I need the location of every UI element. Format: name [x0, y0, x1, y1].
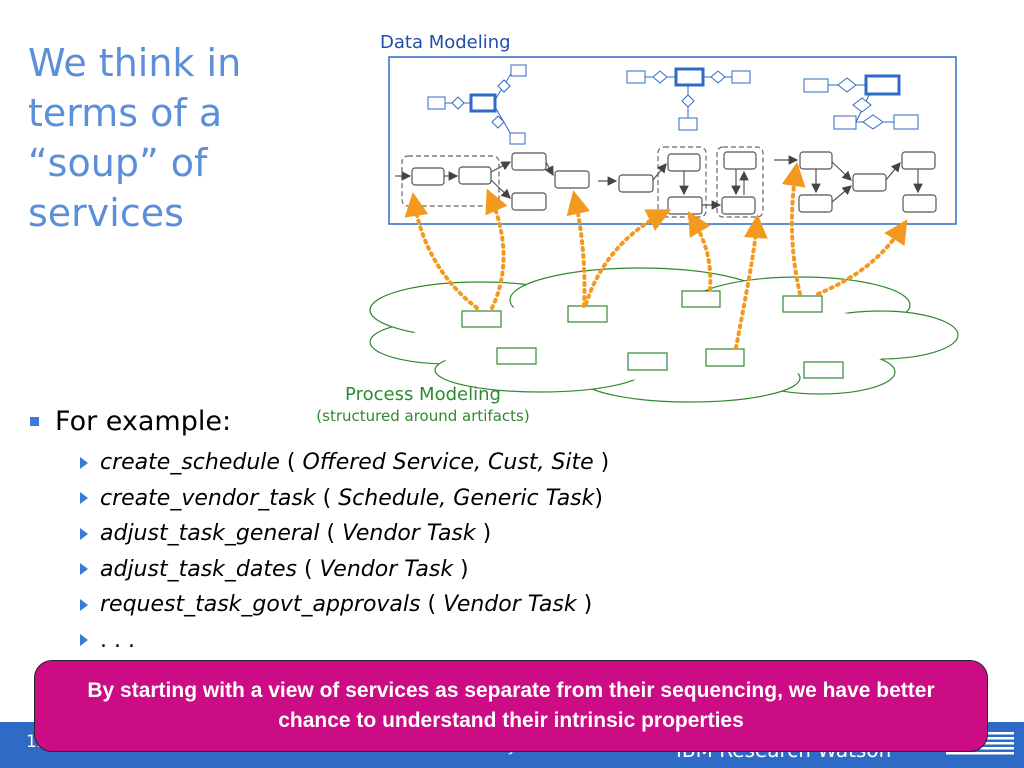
title-line: “soup” of	[28, 141, 208, 185]
ellipsis-text: . . .	[100, 627, 135, 653]
service-name: adjust_task_dates	[100, 556, 297, 582]
lifecycle-models	[395, 146, 937, 218]
triangle-bullet-icon	[80, 598, 88, 611]
service-args: Schedule, Generic Task	[338, 485, 595, 511]
list-item: request_task_govt_approvals ( Vendor Tas…	[80, 587, 609, 623]
service-args: Offered Service, Cust, Site	[302, 450, 594, 475]
title-line: We think in	[28, 41, 242, 85]
list-item: create_schedule ( Offered Service, Cust,…	[80, 445, 609, 481]
bullet-main: For example:	[30, 406, 609, 437]
bullet-main-text: For example:	[55, 406, 232, 437]
list-item: create_vendor_task ( Schedule, Generic T…	[80, 481, 609, 517]
bullet-list: For example: create_schedule ( Offered S…	[30, 406, 609, 658]
process-modeling-title: Process Modeling	[345, 384, 501, 405]
triangle-bullet-icon	[80, 492, 88, 505]
paren-close: )	[576, 592, 593, 617]
process-modeling-label: Process Modeling (structured around arti…	[296, 384, 550, 425]
er-model-2	[626, 67, 751, 131]
paren-open: (	[296, 556, 320, 582]
paren-close: )	[475, 521, 492, 546]
er-model-3	[803, 74, 919, 130]
service-args: Vendor Task	[319, 556, 454, 582]
square-bullet-icon	[30, 417, 39, 426]
paren-open: (	[319, 521, 343, 546]
triangle-bullet-icon	[80, 634, 88, 647]
data-modeling-label: Data Modeling	[380, 32, 511, 53]
list-item: . . .	[80, 623, 609, 659]
service-name: create_vendor_task	[100, 485, 316, 511]
sub-bullets: create_schedule ( Offered Service, Cust,…	[80, 445, 609, 658]
paren-close: )	[593, 450, 610, 475]
service-name: request_task_govt_approvals	[100, 592, 421, 617]
title-line: services	[28, 191, 184, 235]
process-modeling-subtitle: (structured around artifacts)	[316, 407, 530, 425]
er-model-1	[427, 64, 527, 145]
service-args: Vendor Task	[443, 592, 577, 617]
paren-open: (	[420, 592, 444, 617]
triangle-bullet-icon	[80, 527, 88, 540]
mapping-arrows	[404, 162, 908, 350]
title-line: terms of a	[28, 91, 223, 135]
service-boxes	[461, 290, 844, 379]
list-item: adjust_task_general ( Vendor Task )	[80, 516, 609, 552]
slide-title: We think in terms of a “soup” of service…	[28, 38, 298, 238]
process-cloud	[369, 267, 959, 403]
callout-box: By starting with a view of services as s…	[34, 660, 988, 752]
paren-open: (	[315, 485, 339, 511]
list-item: adjust_task_dates ( Vendor Task )	[80, 552, 609, 588]
triangle-bullet-icon	[80, 563, 88, 576]
triangle-bullet-icon	[80, 456, 88, 469]
paren-close: )	[453, 556, 469, 582]
service-args: Vendor Task	[342, 521, 476, 546]
service-name: adjust_task_general	[100, 521, 320, 546]
service-name: create_schedule	[100, 450, 280, 475]
paren-open: (	[279, 450, 303, 475]
data-modeling-frame	[388, 56, 957, 225]
paren-close: )	[594, 485, 603, 511]
